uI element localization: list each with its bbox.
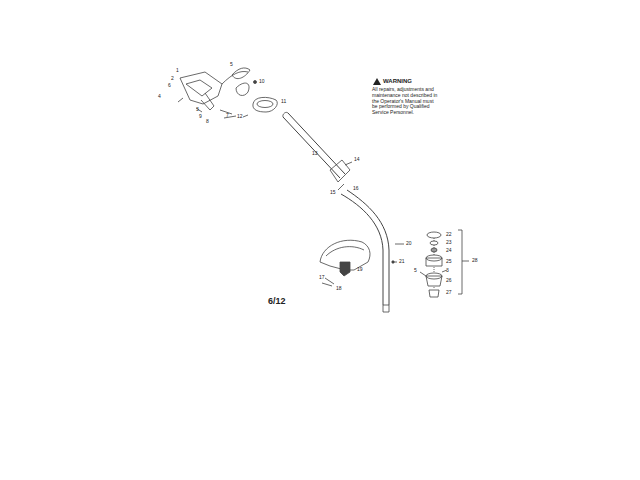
callout-number: 2 (171, 76, 174, 81)
callout-number: 21 (399, 259, 405, 264)
page-number: 6/12 (268, 297, 286, 306)
coupler (330, 160, 350, 182)
callout-number: 22 (446, 232, 452, 237)
handle-half (186, 80, 212, 96)
callout-number: 25 (446, 259, 452, 264)
callout-number: 26 (446, 278, 452, 283)
spring (431, 248, 437, 252)
callout-number: 5 (230, 62, 233, 67)
callout-number: 5 (414, 268, 417, 273)
callout-number: 16 (353, 186, 359, 191)
callout-number: 27 (446, 290, 452, 295)
gearbox (383, 305, 389, 312)
handle-housing (180, 72, 222, 104)
callout-number: 3 (196, 107, 199, 112)
callout-number: 7 (226, 113, 229, 118)
assembly-bracket (458, 230, 469, 294)
warning-note: All repairs, adjustments and maintenance… (372, 87, 438, 116)
callout-number: 24 (446, 248, 452, 253)
upper-shaft (283, 113, 345, 178)
screw (178, 98, 202, 112)
bump-knob (429, 290, 439, 297)
spool-cap (427, 232, 441, 238)
callout-number: 9 (199, 114, 202, 119)
wire-harness (232, 68, 250, 79)
warning-heading: WARNING (383, 78, 412, 84)
callout-number: 28 (472, 258, 478, 263)
grip-opening (257, 101, 273, 108)
callout-number: 8 (206, 119, 209, 124)
callout-number: 14 (354, 157, 360, 162)
guard-rib (326, 247, 364, 256)
cable-loop (236, 83, 249, 95)
callout-number: 11 (281, 99, 286, 104)
spool-top (426, 255, 442, 261)
callout-number: 20 (406, 241, 412, 246)
callout-number: 12 (237, 114, 243, 119)
warning-symbol (373, 78, 381, 85)
screw (243, 115, 248, 117)
callout-number: 23 (446, 240, 452, 245)
washer (430, 241, 438, 245)
callout-number: 1 (176, 68, 179, 73)
bolt (220, 110, 236, 118)
callout-number: 19 (357, 267, 363, 272)
housing (426, 276, 442, 286)
spool (426, 258, 442, 266)
housing-top (426, 273, 442, 279)
coupler-knob (338, 162, 352, 190)
callout-number: 4 (158, 94, 161, 99)
eyelet (420, 270, 447, 276)
shaft-end (283, 112, 288, 117)
callout-number: 17 (319, 275, 325, 280)
throttle-trigger (201, 93, 214, 110)
callout-number: 6 (168, 83, 171, 88)
callout-number: 13 (312, 151, 318, 156)
assembly-axis (434, 238, 435, 289)
handle-grip (253, 97, 277, 112)
nut (254, 81, 257, 84)
callout-number: 3 (446, 268, 449, 273)
callout-number: 18 (336, 286, 342, 291)
callout-number: 10 (259, 79, 265, 84)
callout-number: 15 (330, 190, 336, 195)
guard-bracket (340, 262, 350, 276)
